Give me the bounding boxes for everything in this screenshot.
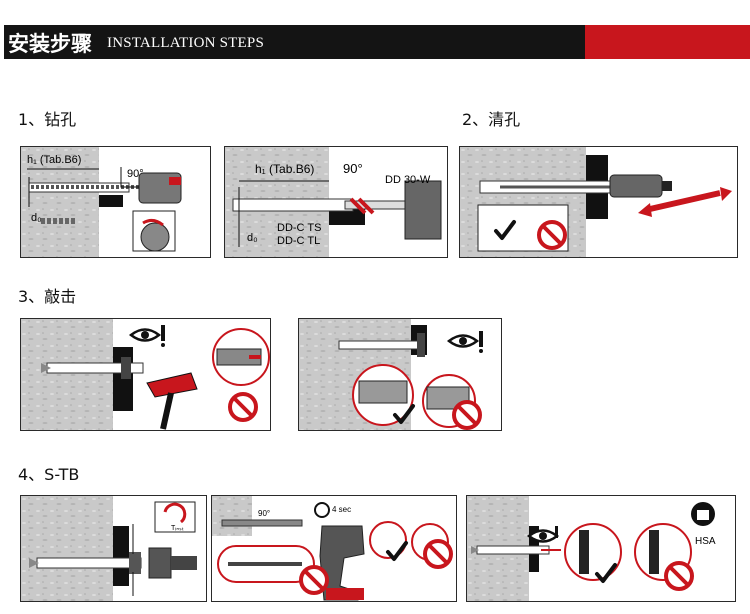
- torque-panel: Tᵢₙₛₜ: [20, 495, 207, 602]
- detail-circle-ok: [564, 523, 622, 581]
- angle-label: 90°: [343, 161, 363, 176]
- hsa-panel: HSA: [466, 495, 736, 602]
- diamond-drill-icon: [404, 180, 442, 240]
- push-pull-arrow: [649, 190, 721, 212]
- eye-icon: [447, 334, 479, 348]
- angle-label: 90°: [127, 168, 144, 180]
- tinst-label: Tᵢₙₛₜ: [171, 525, 184, 532]
- d0-label: d₀: [247, 232, 258, 244]
- eye-icon: [527, 529, 559, 543]
- blow-pump-icon: [609, 174, 663, 198]
- step-1-label: 1、钻孔: [18, 110, 77, 129]
- bit2-label: DD-C TL: [277, 235, 320, 247]
- d0-label: d₀: [31, 212, 42, 224]
- socket-wrench-icon: [148, 547, 172, 579]
- hammer-panel: [20, 318, 271, 431]
- header-title-cn: 安装步骤: [8, 32, 92, 56]
- header-title-en: INSTALLATION STEPS: [107, 35, 264, 51]
- drill-panel-diamond: h₁ (Tab.B6) 90° DD 30-W d₀ DD-C TS DD-C …: [224, 146, 448, 258]
- hammer-icon: [146, 372, 198, 398]
- tool-label: DD 30-W: [385, 174, 431, 186]
- header-black-band: [4, 25, 585, 59]
- step-2-label: 2、清孔: [462, 110, 521, 129]
- step-3-label: 3、敲击: [18, 287, 77, 306]
- h1-label: h₁ (Tab.B6): [255, 162, 314, 176]
- stopwatch-icon: [314, 502, 330, 518]
- header-red-band: [585, 25, 750, 59]
- time-label: 4 sec: [332, 505, 351, 514]
- prohibited-icon: [228, 392, 258, 422]
- step-4-label: 4、S-TB: [18, 465, 80, 484]
- base-plate: [99, 195, 123, 207]
- concrete-block: [21, 147, 99, 257]
- eye-icon: [129, 328, 161, 342]
- h1-label: h₁ (Tab.B6): [27, 154, 81, 166]
- brand-label: HSA: [695, 536, 716, 547]
- anchor-bolt: [36, 557, 142, 569]
- angle-label: 90°: [258, 509, 270, 518]
- impact-panel: 90° 4 sec: [211, 495, 457, 602]
- section-header: 安装步骤 INSTALLATION STEPS: [0, 25, 750, 59]
- hammer-check-panel: [298, 318, 502, 431]
- cleaning-panel: [459, 146, 738, 258]
- bit1-label: DD-C TS: [277, 222, 321, 234]
- torque-inset: [154, 501, 196, 533]
- drill-panel-hammer: h₁ (Tab.B6) d₀ 90°: [20, 146, 211, 258]
